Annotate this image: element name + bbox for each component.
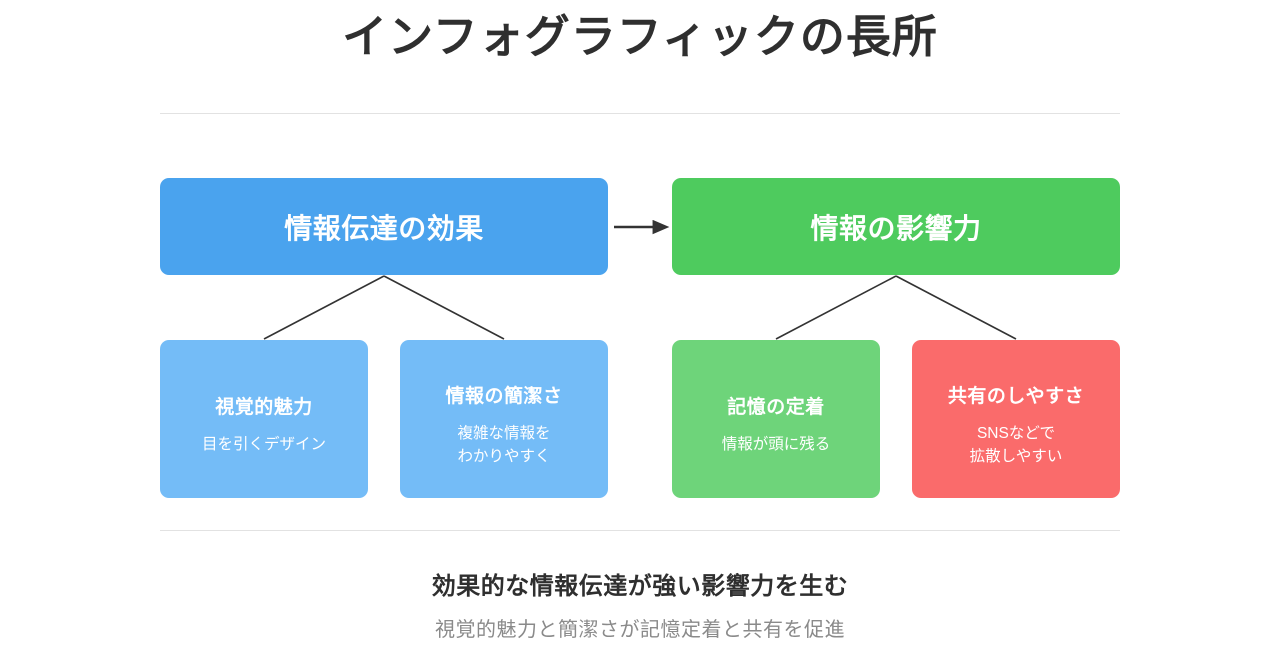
footer-subtitle: 視覚的魅力と簡潔さが記憶定着と共有を促進 <box>435 619 845 641</box>
node-child-memory-retention[interactable]: 記憶の定着 情報が頭に残る <box>672 340 880 498</box>
node-child-visual-appeal[interactable]: 視覚的魅力 目を引くデザイン <box>160 340 368 498</box>
divider-top <box>160 113 1120 114</box>
node-secondary[interactable]: 情報の影響力 <box>672 178 1120 275</box>
node-child-2-desc: 複雑な情報をわかりやすく <box>457 424 551 465</box>
node-child-1-title: 視覚的魅力 <box>215 397 313 418</box>
node-child-3-title: 記憶の定着 <box>727 397 825 418</box>
node-child-2-title: 情報の簡潔さ <box>445 385 563 407</box>
connector-primary-to-child-2 <box>383 275 505 340</box>
node-child-shareability[interactable]: 共有のしやすさ SNSなどで拡散しやすい <box>912 340 1120 498</box>
footer-headline: 効果的な情報伝達が強い影響力を生む <box>431 573 849 600</box>
divider-bottom <box>160 530 1120 531</box>
node-child-information-simplicity[interactable]: 情報の簡潔さ 複雑な情報をわかりやすく <box>400 340 608 498</box>
page-title: インフォグラフィックの長所 <box>342 11 938 62</box>
node-child-3-desc: 情報が頭に残る <box>721 436 831 453</box>
node-child-4-desc: SNSなどで拡散しやすい <box>969 424 1063 465</box>
connector-secondary-to-child-4 <box>895 275 1017 340</box>
node-primary[interactable]: 情報伝達の効果 <box>160 178 608 275</box>
node-child-1-desc: 目を引くデザイン <box>201 436 326 453</box>
node-primary-title: 情報伝達の効果 <box>284 212 484 244</box>
node-child-4-title: 共有のしやすさ <box>947 385 1085 407</box>
node-secondary-title: 情報の影響力 <box>810 212 982 244</box>
connector-secondary-to-child-3 <box>775 275 897 340</box>
connector-primary-to-child-1 <box>263 275 385 340</box>
